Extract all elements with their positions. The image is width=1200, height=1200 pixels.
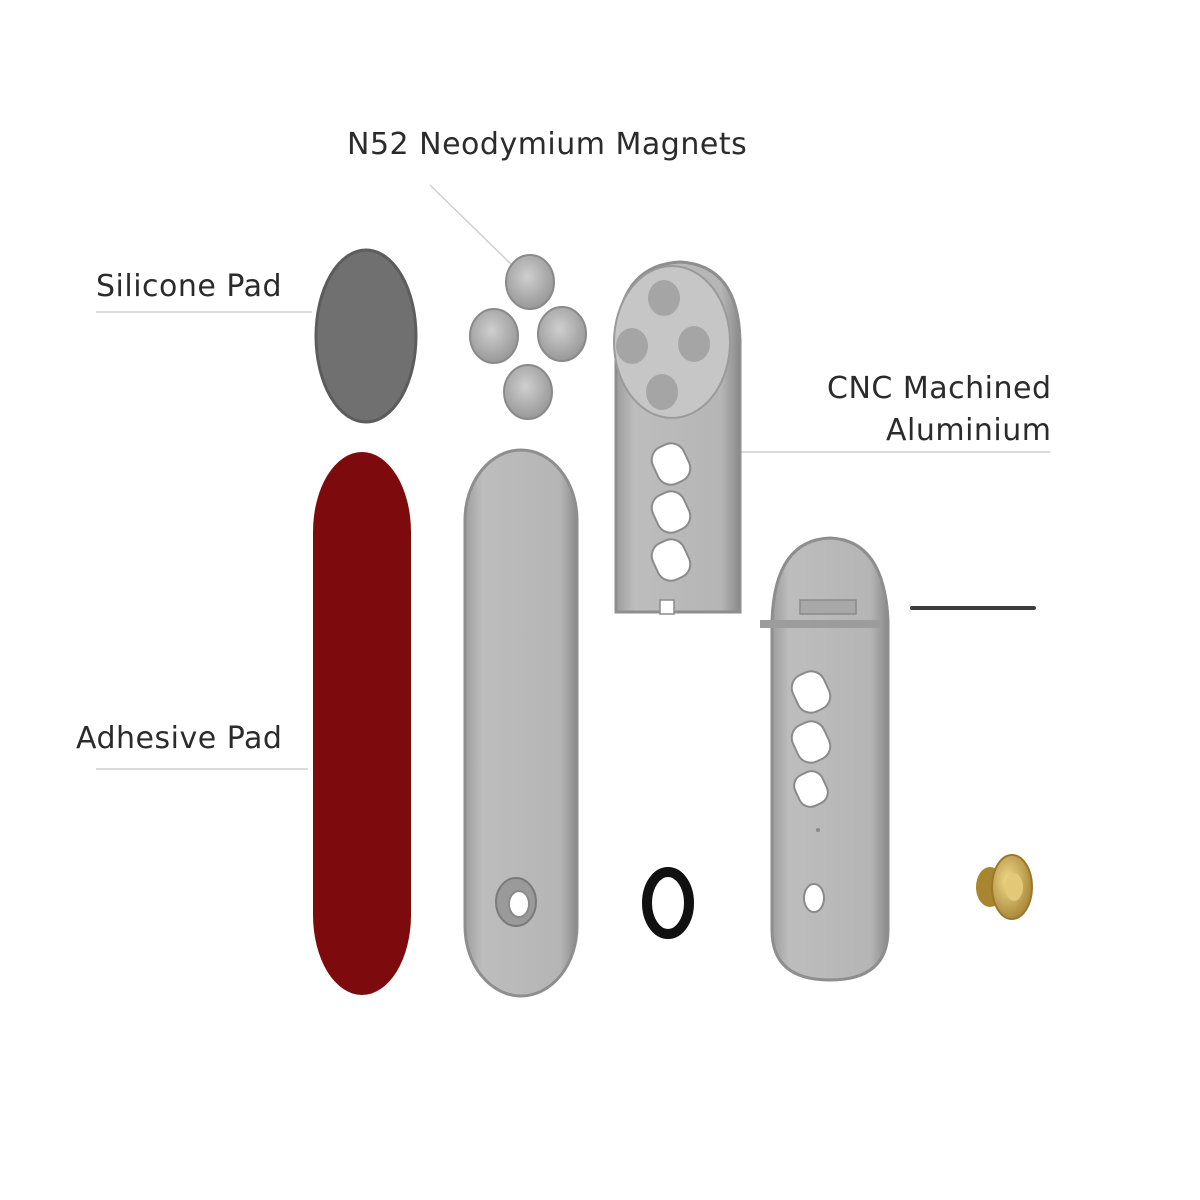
magnet-right bbox=[537, 306, 587, 362]
label-adhesive-pad: Adhesive Pad bbox=[76, 721, 283, 756]
aluminium-mount-bracket bbox=[613, 260, 742, 615]
brass-screw bbox=[976, 854, 1033, 920]
label-cnc-aluminium: CNC Machined Aluminium bbox=[827, 368, 1052, 452]
label-cnc-line1: CNC Machined bbox=[827, 371, 1052, 406]
magnets-group bbox=[469, 254, 587, 420]
label-cnc-line2: Aluminium bbox=[885, 413, 1052, 448]
silicone-pad bbox=[314, 248, 418, 424]
leader-line-magnets bbox=[429, 184, 516, 269]
rubber-washer bbox=[642, 867, 694, 939]
leader-lines bbox=[96, 184, 1050, 770]
label-silicone-pad: Silicone Pad bbox=[96, 269, 283, 304]
label-magnets: N52 Neodymium Magnets bbox=[347, 127, 748, 162]
magnet-bottom bbox=[503, 364, 553, 420]
aluminium-lower-bracket bbox=[760, 536, 890, 982]
magnet-left bbox=[469, 308, 519, 364]
magnet-top bbox=[505, 254, 555, 310]
aluminium-base-plate bbox=[463, 448, 579, 998]
adhesive-pad bbox=[313, 452, 411, 995]
